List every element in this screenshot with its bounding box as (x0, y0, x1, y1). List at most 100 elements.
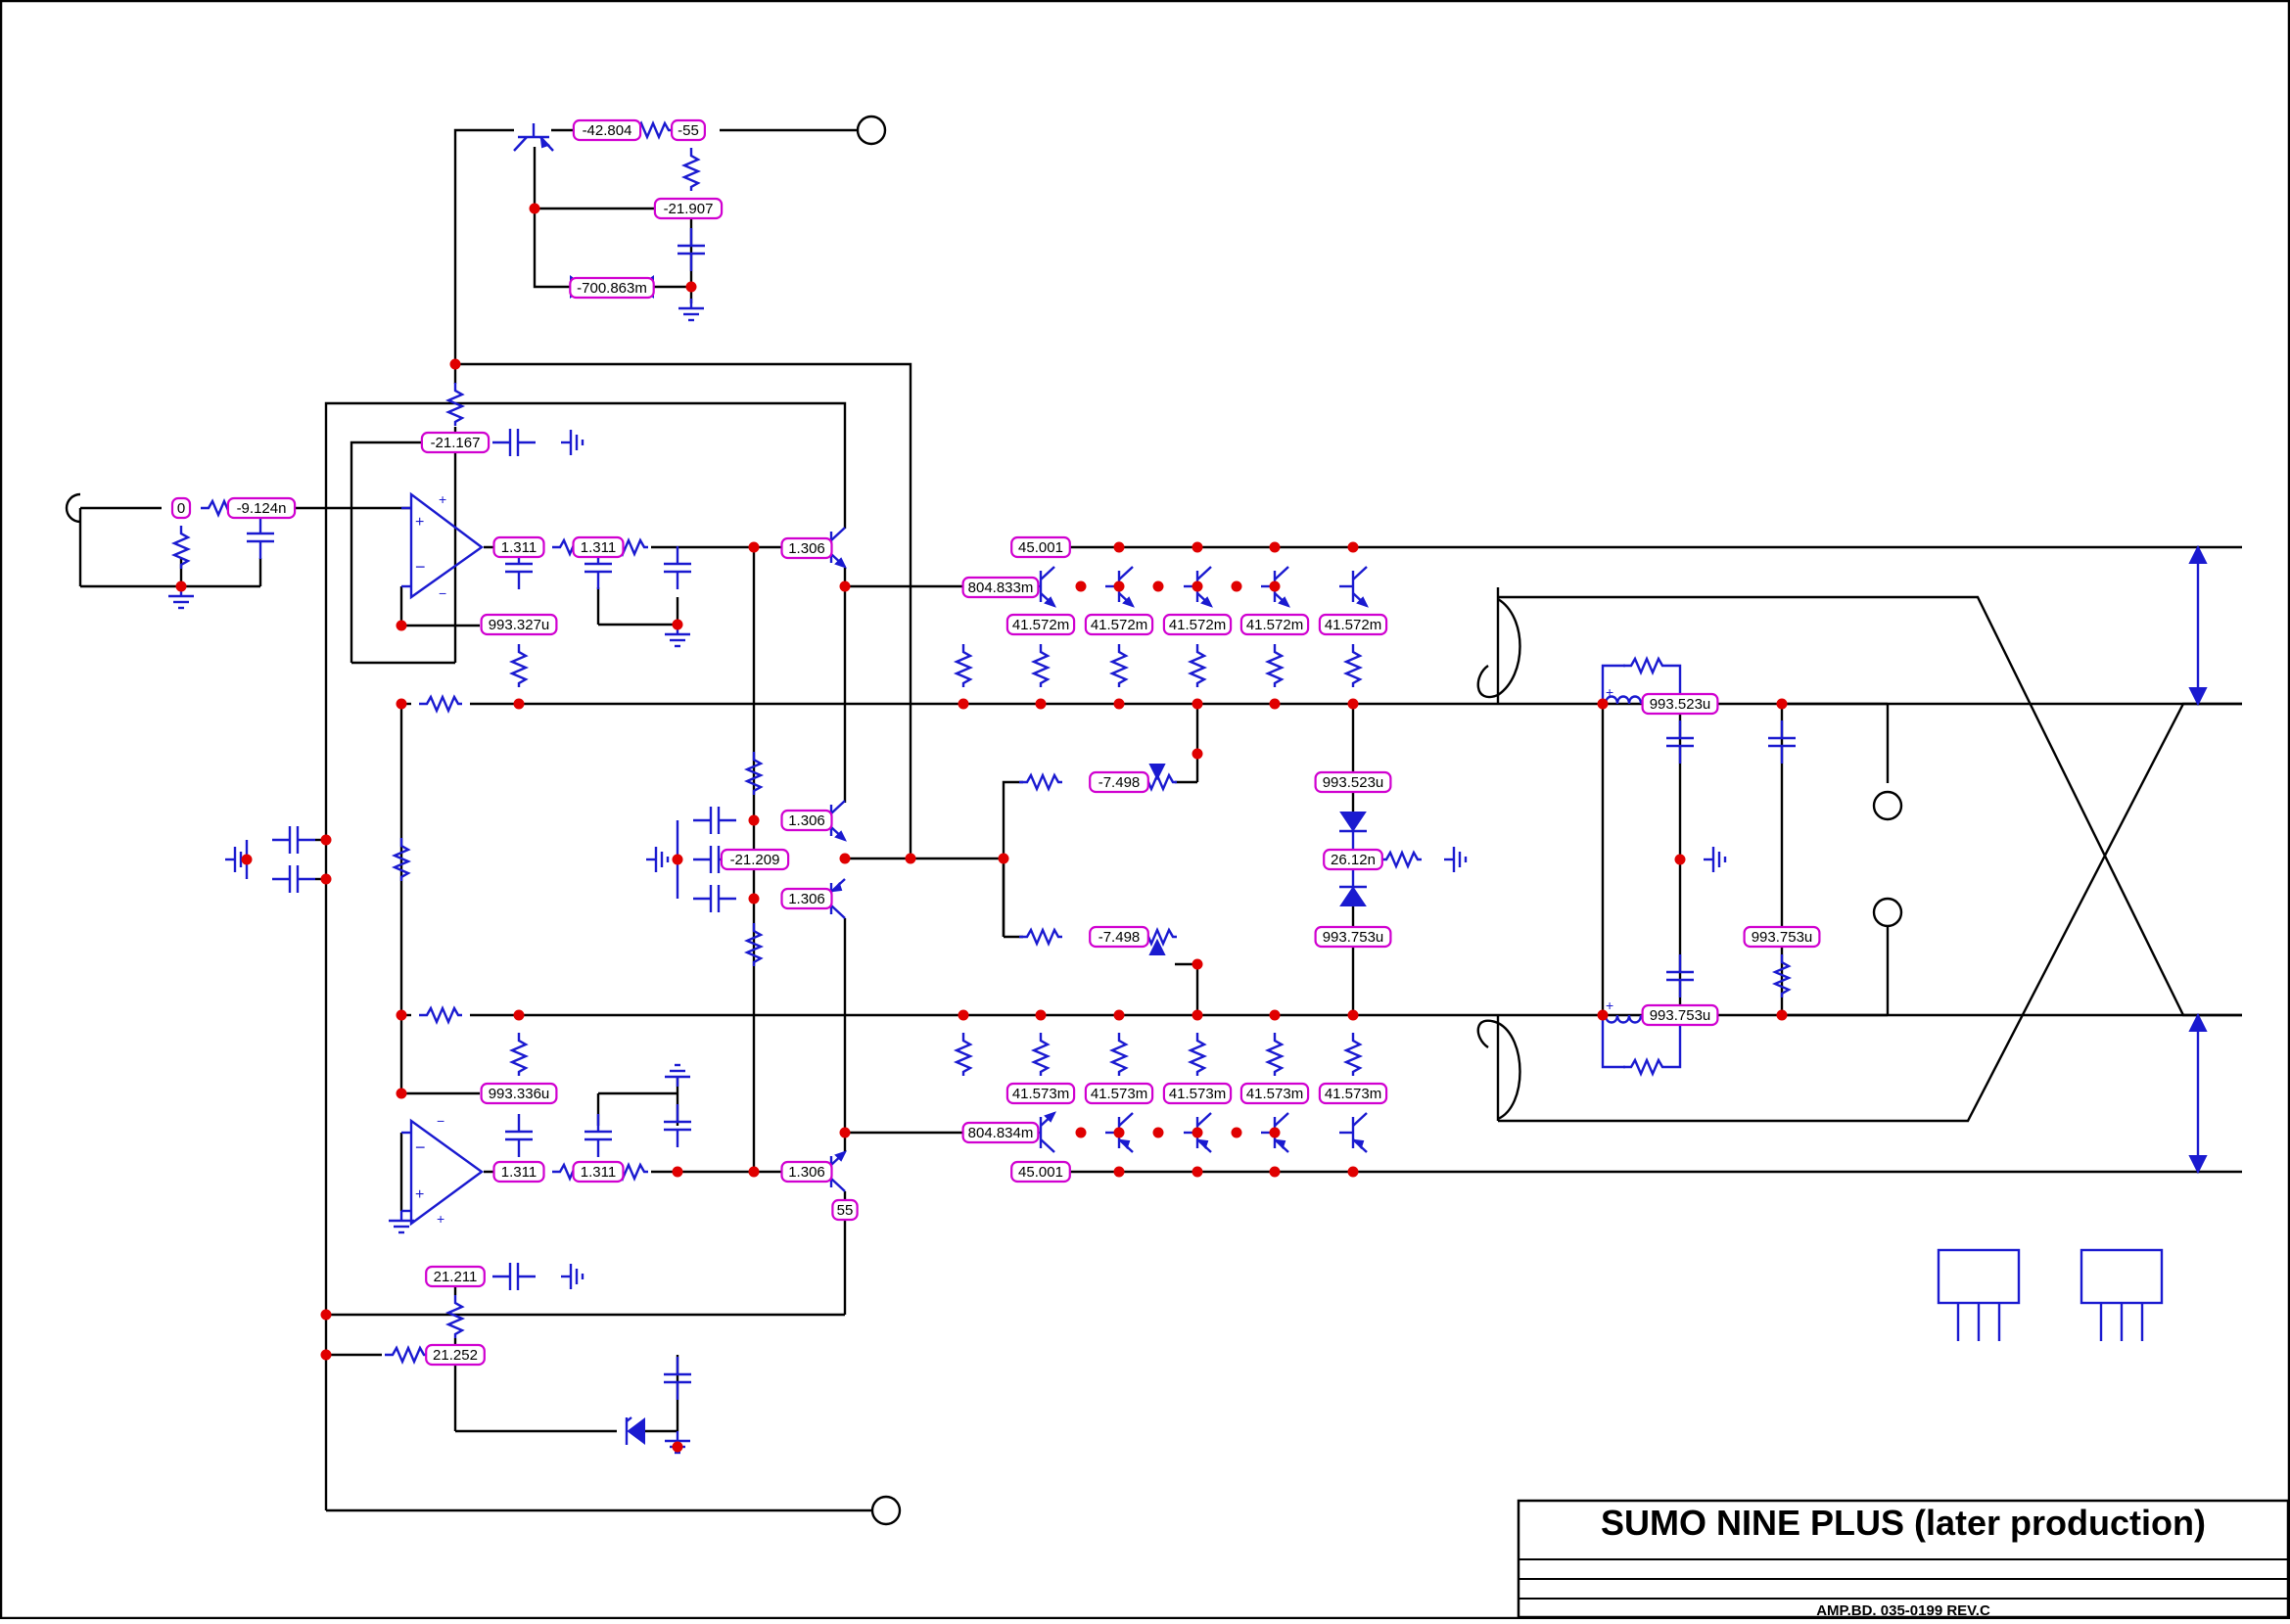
node-dot (1192, 748, 1203, 760)
probe-label-text: 41.572m (1169, 617, 1226, 633)
node-dot (958, 1009, 969, 1021)
node-dot (241, 854, 253, 865)
resistor-symbol (1189, 1031, 1206, 1078)
probe-label-text: -21.209 (730, 852, 780, 868)
node-dot (748, 541, 760, 553)
node-dot (1776, 1009, 1788, 1021)
probe-label-text: 993.753u (1323, 929, 1384, 946)
probe-label-text: -55 (678, 122, 699, 139)
node-dot (1269, 580, 1281, 592)
probe-label-text: 45.001 (1018, 539, 1063, 556)
node-dot (672, 1166, 683, 1178)
ground-icon (663, 1063, 692, 1089)
capacitor-symbol (691, 805, 738, 836)
probe-label: 41.572m (1318, 613, 1388, 636)
probe-label: 41.573m (1162, 1082, 1233, 1105)
node-dot (1269, 1166, 1281, 1178)
node-dot (1113, 1009, 1125, 1021)
node-dot (1152, 580, 1164, 592)
resistor-symbol (1110, 642, 1128, 689)
svg-text:+: + (1606, 998, 1613, 1013)
svg-text:+: + (415, 514, 424, 531)
probe-label-text: 1.306 (788, 891, 825, 907)
probe-label-text: 21.252 (433, 1347, 478, 1364)
probe-label-text: 41.572m (1091, 617, 1147, 633)
node-dot (1192, 541, 1203, 553)
probe-label: 41.573m (1005, 1082, 1076, 1105)
node-dot (1347, 541, 1359, 553)
probe-label-text: -7.498 (1098, 774, 1141, 791)
probe-label: -21.167 (420, 431, 491, 454)
ground-icon (1702, 845, 1727, 874)
probe-label-text: -42.804 (583, 122, 632, 139)
opamp-bottom-symbol: − + − + (401, 1113, 485, 1227)
probe-label-text: 1.311 (581, 539, 616, 556)
node-dot (396, 698, 407, 710)
node-dot (320, 834, 332, 846)
node-dot (513, 1009, 525, 1021)
node-dot (1269, 1009, 1281, 1021)
node-dot (513, 698, 525, 710)
resistor-symbol (1032, 642, 1050, 689)
node-dot (1192, 958, 1203, 970)
capacitor-symbol (503, 1112, 535, 1159)
probe-label-text: 1.311 (501, 539, 537, 556)
output-transistor-symbol (1337, 565, 1369, 608)
probe-label-text: 993.327u (489, 617, 550, 633)
node-dot (685, 281, 697, 293)
node-dot (1231, 580, 1242, 592)
probe-label-text: 21.211 (434, 1269, 478, 1285)
probe-label-text: 41.572m (1012, 617, 1069, 633)
title-block: SUMO NINE PLUS (later production) AMP.BD… (1517, 1499, 2290, 1619)
probe-label-text: -700.863m (577, 280, 647, 297)
speaker-terminal-minus (1872, 897, 1903, 928)
probe-label: 804.833m (961, 576, 1040, 599)
output-rail-connector-top (1476, 597, 1521, 699)
probe-label: 993.523u (1314, 770, 1392, 794)
ground-icon (559, 1262, 584, 1291)
probe-label: -7.498 (1089, 925, 1149, 949)
node-dot (672, 854, 683, 865)
probe-label: 41.572m (1239, 613, 1310, 636)
node-dot (1347, 1166, 1359, 1178)
probe-label: 26.12n (1323, 848, 1383, 871)
node-dot (1192, 580, 1203, 592)
terminals (65, 115, 1903, 1526)
resistor-symbol (1017, 773, 1064, 791)
speaker-polarity-arrows (2188, 544, 2208, 1175)
wiring (78, 128, 2242, 1512)
capacitor-symbol (270, 863, 317, 895)
node-dot (1075, 580, 1087, 592)
node-dot (1347, 1009, 1359, 1021)
node-dot (396, 620, 407, 631)
resistor-symbol (1266, 1031, 1284, 1078)
capacitor-symbol (691, 883, 738, 914)
node-dot (839, 853, 851, 864)
probe-label: -7.498 (1089, 770, 1149, 794)
node-dot (672, 1441, 683, 1453)
probe-label: 993.753u (1641, 1003, 1719, 1027)
resistor-symbol (510, 642, 528, 689)
probe-labels: -42.804-55-21.907-700.863m-21.1670-9.124… (170, 118, 1821, 1367)
output-inductor-top-symbol: + (1601, 657, 1682, 705)
node-dot (1192, 698, 1203, 710)
probe-label-text: 1.306 (788, 1164, 825, 1181)
probe-label-text: 41.573m (1246, 1086, 1303, 1102)
probe-label: 993.336u (480, 1082, 558, 1105)
svg-text:+: + (1606, 684, 1613, 700)
probe-label: 21.211 (425, 1265, 486, 1288)
probe-label: 45.001 (1010, 535, 1071, 559)
probe-label-text: 41.573m (1012, 1086, 1069, 1102)
node-dot (320, 873, 332, 885)
probe-label: -21.209 (720, 848, 790, 871)
capacitor-symbol (245, 514, 276, 561)
probe-label: 1.306 (780, 887, 833, 910)
probe-label-text: -7.498 (1098, 929, 1141, 946)
node-dot (1347, 698, 1359, 710)
node-dot (1269, 1127, 1281, 1138)
node-dot (1192, 1166, 1203, 1178)
probe-label: -42.804 (572, 118, 642, 142)
node-dot (1113, 1166, 1125, 1178)
probe-label: 41.573m (1318, 1082, 1388, 1105)
